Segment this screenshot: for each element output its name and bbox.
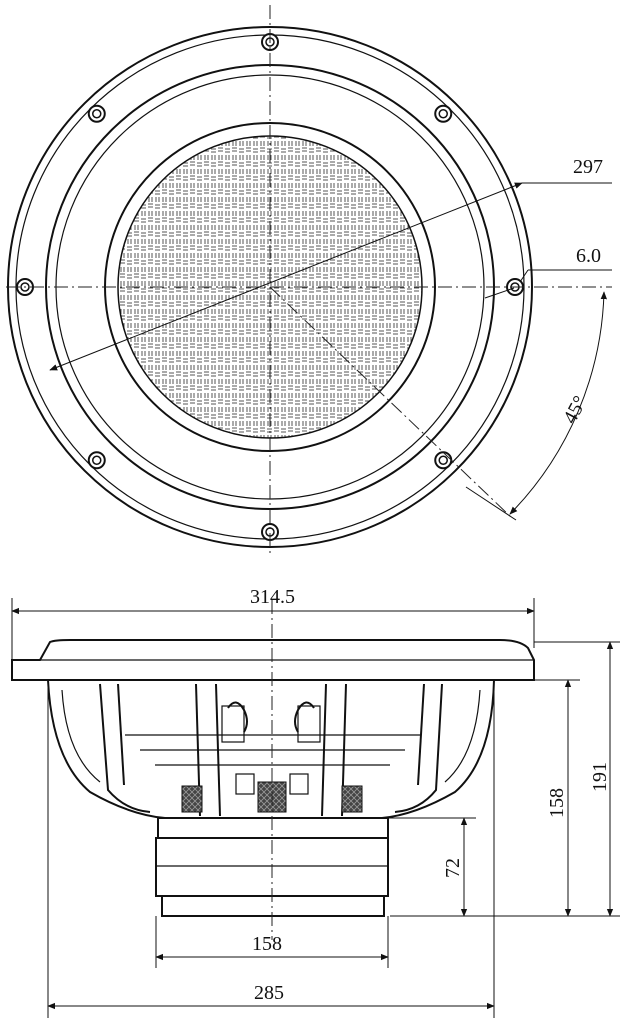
frame-flange	[11, 639, 535, 681]
diameter-297-label: 297	[573, 156, 603, 178]
coil-bracket-right	[289, 773, 309, 795]
coil-bracket-left	[235, 773, 255, 795]
magnet-top-plate	[157, 817, 389, 839]
dim-72-label: 72	[442, 858, 464, 878]
dim-314-label: 314.5	[250, 586, 295, 608]
dim-285-label: 285	[254, 982, 284, 1004]
side-view: 314.5 191 158 72 158 285	[11, 586, 620, 1018]
dim-158-label: 158	[252, 933, 282, 955]
hole-6-leader-link	[519, 269, 529, 283]
basket-spoke	[99, 683, 151, 813]
terminal-left	[221, 705, 245, 743]
mounting-hole	[434, 104, 453, 123]
basket-left-wall	[47, 679, 166, 819]
angle-45-tick	[465, 486, 517, 521]
terminal-right-wire	[294, 701, 315, 733]
hole-6-leader	[484, 287, 515, 299]
front-view: 297 6.0 45°	[6, 5, 612, 556]
terminal-left-wire	[227, 701, 248, 733]
mounting-hole	[434, 451, 453, 470]
magnet-back-plate	[161, 895, 385, 917]
spider-right	[341, 785, 363, 813]
dim-158-depth-label: 158	[546, 788, 568, 818]
basket-left-inner	[61, 689, 101, 783]
basket-spoke	[394, 683, 443, 813]
terminal-right	[297, 705, 321, 743]
diameter-297-dimension-line	[49, 182, 523, 371]
basket-spoke	[117, 683, 125, 786]
angle-45-arc	[509, 291, 608, 515]
basket-spoke	[417, 683, 425, 786]
mounting-hole-bore	[92, 109, 102, 119]
mounting-hole-bore	[92, 455, 102, 465]
mounting-hole	[87, 104, 106, 123]
dim-191-label: 191	[589, 762, 611, 792]
basket-right-wall	[381, 679, 495, 819]
mounting-hole-bore	[20, 282, 30, 292]
basket-right-inner	[444, 689, 481, 783]
mounting-hole	[87, 451, 106, 470]
spider-left	[181, 785, 203, 813]
angle-45-label: 45°	[559, 392, 592, 427]
mounting-hole-bore	[438, 109, 448, 119]
hole-6-label: 6.0	[576, 245, 601, 267]
mounting-hole-bore	[438, 455, 448, 465]
